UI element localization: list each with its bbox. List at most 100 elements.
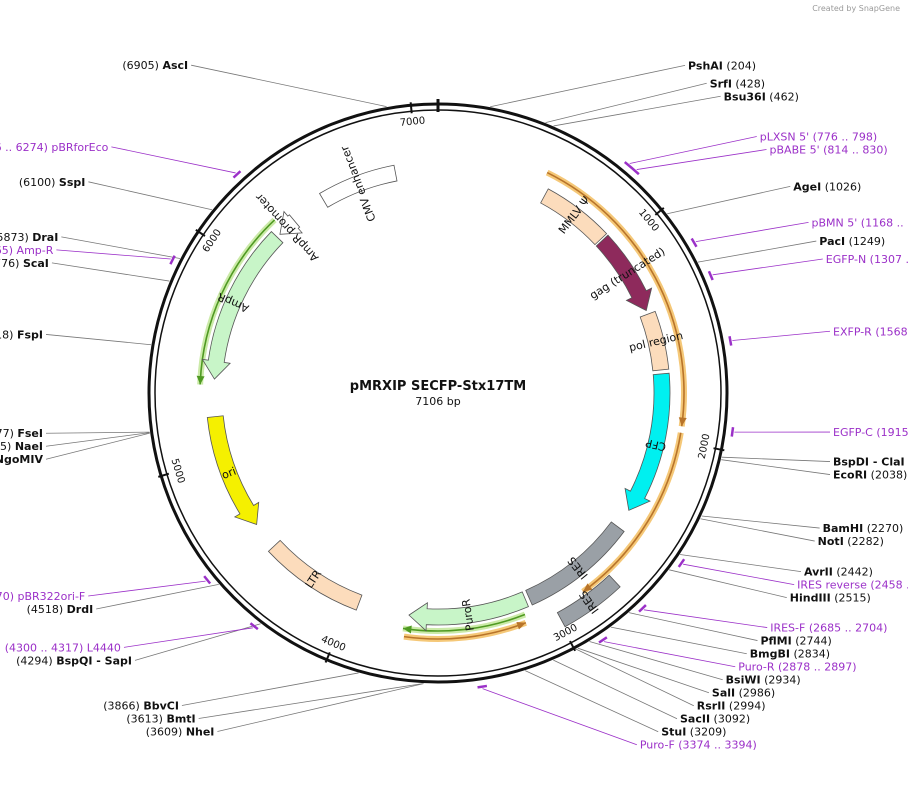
site-leader <box>191 64 387 107</box>
site-label-stui[interactable]: StuI (3209) <box>661 726 726 739</box>
primer-leader <box>683 563 795 586</box>
site-leader <box>51 262 170 282</box>
tick-4000 <box>324 651 331 663</box>
site-leader <box>577 647 710 694</box>
primer-mark-pbr322ori-f <box>203 575 212 585</box>
site-label-agei[interactable]: AgeI (1026) <box>793 180 861 193</box>
primer-label-l4440[interactable]: (4300 .. 4317) L4440 <box>5 641 121 654</box>
primer-label-plxsn-5[interactable]: pLXSN 5' (776 .. 798) <box>760 130 877 143</box>
feature-pol-region[interactable] <box>639 310 670 372</box>
site-label-drai[interactable]: (5873) DraI <box>0 231 58 244</box>
site-label-bmgbi[interactable]: BmgBI (2834) <box>750 648 830 661</box>
feature-ires[interactable] <box>525 521 625 606</box>
primer-label-egfp-n[interactable]: EGFP-N (1307 .. 1328) <box>826 253 908 266</box>
feature-puror[interactable] <box>408 591 529 632</box>
orf-line <box>402 613 526 632</box>
site-leader <box>217 683 424 732</box>
site-leader <box>524 670 659 733</box>
site-label-pflmi[interactable]: PflMI (2744) <box>760 635 831 648</box>
tick-7000 <box>409 102 413 114</box>
primer-label-ires-reverse[interactable]: IRES reverse (2458 .. 2475) <box>797 579 908 592</box>
site-label-rsrii[interactable]: RsrII (2994) <box>697 700 766 713</box>
primer-leader <box>712 258 823 276</box>
site-label-drdi[interactable]: (4518) DrdI <box>27 603 94 616</box>
feature-ampr[interactable] <box>201 230 284 380</box>
site-label-naei[interactable]: (5175) NaeI <box>0 440 43 453</box>
orf-arrowhead <box>516 621 526 630</box>
feature-mmlv[interactable] <box>540 188 608 246</box>
site-label-paci[interactable]: PacI (1249) <box>819 235 885 248</box>
site-label-bspdi[interactable]: BspDI - ClaI (2028) <box>833 456 908 469</box>
orf-line <box>199 219 276 385</box>
site-label-bsiwi[interactable]: BsiWI (2934) <box>726 674 801 687</box>
primer-leader <box>732 330 831 341</box>
primer-label-puro-r[interactable]: Puro-R (2878 .. 2897) <box>738 661 856 674</box>
site-leader <box>45 431 150 434</box>
site-label-ecori[interactable]: EcoRI (2038) <box>833 469 907 482</box>
primer-label-exfp-r[interactable]: EXFP-R (1568 .. 1587) <box>833 325 908 338</box>
feature-cmv-enhancer[interactable] <box>319 164 398 208</box>
primer-mark-ires-f <box>638 604 647 613</box>
feature-ltr[interactable] <box>267 539 363 611</box>
feature-ampr-promoter[interactable] <box>279 210 303 235</box>
primer-leader <box>629 136 757 164</box>
site-label-bbvci[interactable]: (3866) BbvCI <box>103 699 179 712</box>
primer-mark-amp-r <box>169 255 176 265</box>
tick-2000 <box>713 447 725 452</box>
primer-label-puro-f[interactable]: Puro-F (3374 .. 3394) <box>640 739 757 752</box>
site-label-asci[interactable]: (6905) AscI <box>122 59 188 72</box>
site-label-bspqi[interactable]: (4294) BspQI - SapI <box>16 654 132 667</box>
primer-leader <box>482 688 637 746</box>
site-label-scai[interactable]: (5776) ScaI <box>0 257 49 270</box>
tick-3000 <box>569 640 577 652</box>
primer-mark-pbrforeco <box>232 170 242 179</box>
tick-label-1000: 1000 <box>636 207 661 234</box>
site-leader <box>575 648 694 707</box>
primer-label-pbmn-5[interactable]: pBMN 5' (1168 .. 1184) <box>812 216 908 229</box>
primer-label-pbrforeco[interactable]: (6256 .. 6274) pBRforEco <box>0 141 109 154</box>
primer-mark-puro-r <box>598 636 608 644</box>
feature-cfp[interactable] <box>624 372 671 511</box>
site-leader <box>490 64 686 108</box>
site-leader <box>628 612 758 641</box>
orf-line <box>403 622 527 640</box>
site-label-fspi[interactable]: (5518) FspI <box>0 328 43 341</box>
site-label-pshai[interactable]: PshAI (204) <box>688 59 756 72</box>
site-label-srfi[interactable]: SrfI (428) <box>710 77 765 90</box>
site-leader <box>181 672 359 706</box>
site-label-sali[interactable]: SalI (2986) <box>712 687 775 700</box>
feature-label-ori: ori <box>220 465 238 482</box>
site-label-bsu36i[interactable]: Bsu36I (462) <box>724 90 799 103</box>
site-leader <box>700 518 815 542</box>
site-label-hindiii[interactable]: HindIII (2515) <box>790 592 871 605</box>
site-label-avrii[interactable]: AvrII (2442) <box>804 566 873 579</box>
site-leader <box>721 456 831 462</box>
site-label-nhei[interactable]: (3609) NheI <box>146 725 215 738</box>
tick-label-7000: 7000 <box>399 116 425 129</box>
site-label-sacii[interactable]: SacII (3092) <box>680 713 750 726</box>
orf-line <box>582 432 682 593</box>
site-label-bamhi[interactable]: BamHI (2270) <box>823 522 904 535</box>
site-label-ngomiv[interactable]: (5173) NgoMIV <box>0 453 43 466</box>
site-leader <box>553 95 721 127</box>
feature-gag-truncated[interactable] <box>595 234 653 312</box>
site-leader <box>45 432 150 447</box>
feature-ori[interactable] <box>206 415 260 526</box>
primer-label-pbr322ori-f[interactable]: (4551 .. 4570) pBR322ori-F <box>0 590 85 603</box>
tick-6000 <box>195 229 206 237</box>
primer-mark-plxsn-5 <box>623 161 633 170</box>
feature-ires[interactable] <box>556 574 621 628</box>
primer-label-amp-r[interactable]: (5846 .. 5865) Amp-R <box>0 244 54 257</box>
primer-label-ires-f[interactable]: IRES-F (2685 .. 2704) <box>770 622 887 635</box>
site-label-noti[interactable]: NotI (2282) <box>818 535 884 548</box>
primer-label-pbabe-5[interactable]: pBABE 5' (814 .. 830) <box>770 143 888 156</box>
primer-mark-l4440 <box>249 622 259 631</box>
site-label-sspi[interactable]: (6100) SspI <box>19 176 86 189</box>
site-leader <box>697 240 817 263</box>
site-leader <box>721 459 831 475</box>
site-label-bmti[interactable]: (3613) BmtI <box>126 712 195 725</box>
site-label-fsei[interactable]: (5177) FseI <box>0 427 43 440</box>
primer-label-egfp-c[interactable]: EGFP-C (1915 .. 1936) <box>833 426 908 439</box>
orf-arrowhead <box>196 375 205 385</box>
